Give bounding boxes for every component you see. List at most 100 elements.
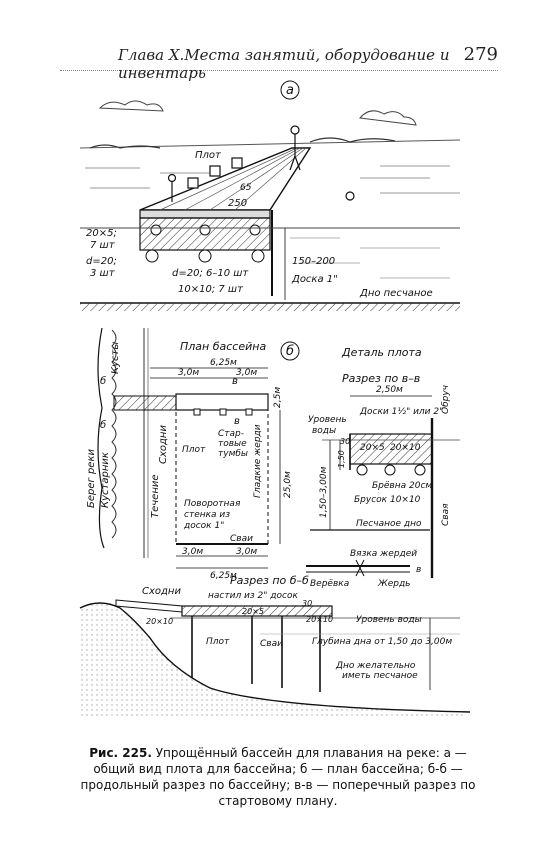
long-plank-c: 20×10 <box>306 615 333 624</box>
figure-caption: Рис. 225. Упрощённый бассейн для плавани… <box>68 745 488 809</box>
long-plank-b: 20×5 <box>242 607 264 616</box>
detail-w250: 2,50м <box>376 385 403 395</box>
label-wall1: Поворотная <box>184 499 241 509</box>
panel-a-marker: а <box>286 83 294 98</box>
panel-b-marker: б <box>286 344 294 359</box>
page-number: 279 <box>463 44 498 65</box>
clouds <box>98 100 164 112</box>
label-beam-a: 20×5; <box>86 228 117 239</box>
detail-plank2: 20×10 <box>390 443 421 453</box>
chapter-title: Глава X.Места занятий, оборудование и ин… <box>118 46 450 82</box>
label-start-blocks2: товые <box>218 439 247 449</box>
panel-a-general-view: а Плот 65 250 20×5; 7 шт d=20; 3 шт d=20… <box>79 80 461 311</box>
long-note2: иметь песчаное <box>342 671 418 681</box>
long-deck <box>181 605 333 617</box>
long-deck-label: настил из 2" досок <box>208 591 298 601</box>
label-250: 250 <box>228 198 247 209</box>
label-bank: Берег реки <box>86 449 97 508</box>
long-raft-label: Плот <box>206 637 230 647</box>
detail-logs-label: Брёвна 20см <box>372 481 432 491</box>
detail-tie: Вязка жердей <box>350 549 417 559</box>
long-depth-label: Глубина дна от 1,50 до 3,00м <box>312 637 452 647</box>
detail-raft <box>349 433 433 465</box>
horizon-trees <box>89 137 396 149</box>
label-wall3: досок 1" <box>183 521 224 531</box>
detail-pile-label: Свая <box>441 503 451 526</box>
label-cut-v: в <box>232 376 238 387</box>
detail-150: 1,50 <box>337 450 346 468</box>
raft-deck <box>139 147 312 211</box>
label-bottom: Дно песчаное <box>359 288 433 299</box>
label-plan-title: План бассейна <box>180 340 266 353</box>
label-board: Доска 1" <box>291 274 338 285</box>
detail-bar: Брусок 10×10 <box>354 495 421 505</box>
label-len25: 25,0м <box>283 471 293 498</box>
panel-detail-section: Деталь плота Разрез по в–в 2,50м Уровень… <box>306 346 460 589</box>
bank-hatch <box>80 603 470 718</box>
label-smooth-poles: Гладкие жерди <box>253 424 263 498</box>
label-poles: d=20; 6–10 шт <box>172 268 249 279</box>
label-beam-b: d=20; <box>86 256 117 267</box>
water-hatch <box>290 237 450 279</box>
label-65: 65 <box>240 183 252 193</box>
label-start-blocks3: тумбы <box>218 449 248 459</box>
label-w625: 6,25м <box>210 358 237 368</box>
label-b625: 6,25м <box>210 571 237 581</box>
stairs <box>113 395 177 411</box>
detail-depth: 1,50–3,00м <box>319 466 329 518</box>
label-stairs: Сходни <box>158 425 169 464</box>
panel-a-marker-circle <box>280 80 300 100</box>
detail-sand: Песчаное дно <box>356 519 422 529</box>
swimmers <box>167 125 355 202</box>
long-piles-label: Сваи <box>260 639 283 649</box>
detail-water-level2: воды <box>312 426 336 436</box>
figure-225: а Плот 65 250 20×5; 7 шт d=20; 3 шт d=20… <box>60 78 480 718</box>
horizon <box>79 139 461 149</box>
panel-b-plan: б План бассейна Кусты Берег реки Кустарн… <box>86 327 300 581</box>
detail-plank: 20×5 <box>360 443 385 453</box>
label-bushes: Кусты <box>110 342 121 374</box>
panel-b-marker-circle <box>280 341 300 361</box>
detail-section: Разрез по в–в <box>342 372 420 385</box>
detail-rope: Верёвка <box>310 579 349 589</box>
start-raft <box>175 393 269 411</box>
label-plot: Плот <box>195 150 222 161</box>
detail-water-level: Уровень <box>308 415 347 425</box>
long-stairs <box>115 599 183 613</box>
label-bars: 10×10; 7 шт <box>178 284 244 295</box>
label-b30b: 3,0м <box>236 547 257 557</box>
page-header: Глава X.Места занятий, оборудование и ин… <box>60 44 498 82</box>
detail-h-marker: в <box>416 565 421 575</box>
raft-deck-front <box>139 209 271 219</box>
long-water-label: Уровень воды <box>356 615 422 625</box>
label-depth: 150–200 <box>292 256 335 267</box>
detail-title: Деталь плота <box>341 346 422 359</box>
label-w25: 2,5м <box>273 387 283 408</box>
label-raft: Плот <box>182 445 206 455</box>
label-beam-b-qty: 3 шт <box>90 268 116 279</box>
river-bank <box>97 327 105 549</box>
tie-rope <box>355 559 365 577</box>
caption-text: Упрощённый бассейн для плавания на реке:… <box>80 746 476 808</box>
label-b30a: 3,0м <box>182 547 203 557</box>
bank-shrubs <box>111 329 117 539</box>
long-stairs-label: Сходни <box>142 586 181 597</box>
panel-long-section: Разрез по б–б Сходни настил из 2" досок … <box>79 574 471 718</box>
clouds <box>359 110 417 126</box>
detail-pole: Жердь <box>377 579 410 589</box>
river-bottom-hatch <box>80 303 460 311</box>
long-piles <box>191 616 321 692</box>
water-ripples <box>85 165 460 194</box>
label-shrub: Кустарник <box>100 452 111 508</box>
detail-30: 30 <box>340 437 350 446</box>
plan-dimensions <box>150 367 281 569</box>
detail-logs <box>356 464 426 476</box>
label-wall2: стенка из <box>184 510 230 520</box>
start-blocks <box>193 408 253 416</box>
caption-label: Рис. 225. <box>89 746 152 760</box>
figure-drawing: а Плот 65 250 20×5; 7 шт d=20; 3 шт d=20… <box>79 80 471 718</box>
label-piles: Сваи <box>230 534 253 544</box>
label-cut-b: б <box>100 375 106 387</box>
label-w30a: 3,0м <box>178 368 199 378</box>
label-w30b: 3,0м <box>236 368 257 378</box>
